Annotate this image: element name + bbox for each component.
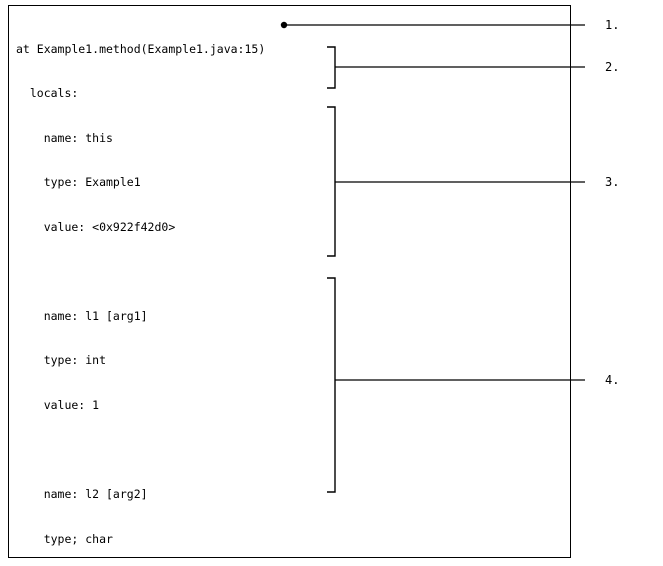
callout-number-2: 2.: [605, 60, 620, 74]
console-line: value: 1: [16, 397, 100, 412]
console-output-text: at Example1.method(Example1.java:15) loc…: [16, 12, 265, 566]
console-line-blank: [16, 442, 265, 457]
console-line: type: Example1: [16, 175, 141, 190]
console-line: value: <0x922f42d0>: [16, 219, 176, 234]
console-line: type: int: [16, 353, 107, 368]
console-line: name: this: [16, 130, 113, 145]
callout-number-1: 1.: [605, 18, 620, 32]
console-line: locals:: [16, 86, 79, 101]
console-line: at Example1.method(Example1.java:15): [16, 41, 266, 56]
console-line: name: l2 [arg2]: [16, 487, 148, 501]
console-line: name: l1 [arg1]: [16, 308, 148, 323]
callout-number-4: 4.: [605, 373, 620, 387]
console-line: type; char: [16, 531, 113, 546]
callout-number-3: 3.: [605, 175, 620, 189]
console-line-blank: [16, 264, 265, 279]
console-output-box: at Example1.method(Example1.java:15) loc…: [8, 5, 571, 558]
